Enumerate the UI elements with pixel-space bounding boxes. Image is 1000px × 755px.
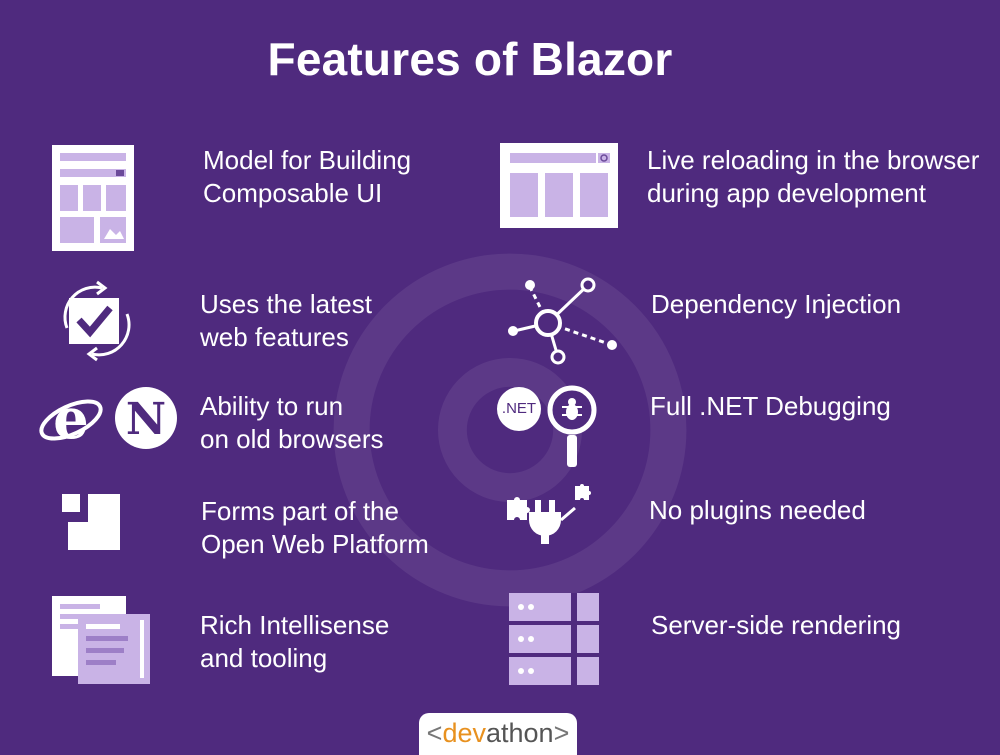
svg-text:e: e <box>53 386 89 452</box>
dotnet-badge: .NET <box>497 387 541 431</box>
feature-line: Server-side rendering <box>651 610 902 640</box>
feature-line: Uses the latest <box>200 289 372 319</box>
dotnet-debug-icon <box>547 385 597 467</box>
checkbox-refresh-icon <box>63 280 131 362</box>
feature-line: Forms part of the <box>201 496 399 526</box>
logo-rest: athon <box>485 718 554 748</box>
feature-line: Rich Intellisense <box>200 610 390 640</box>
feature-line: on old browsers <box>200 424 384 454</box>
feature-line: Full .NET Debugging <box>650 391 891 421</box>
feature-line: web features <box>200 322 349 352</box>
feature-line: Ability to run <box>200 391 344 421</box>
feature-line: Live reloading in the browser <box>647 145 980 175</box>
feature-line: and tooling <box>200 643 328 673</box>
browser-reload-icon <box>500 143 618 228</box>
logo-bracket-close: > <box>553 718 570 748</box>
server-rack-icon <box>509 593 599 685</box>
feature-old-browsers: Ability to run on old browsers <box>200 390 384 456</box>
logo-dev: dev <box>442 718 486 748</box>
feature-line: Composable UI <box>203 178 383 208</box>
feature-net-debugging: Full .NET Debugging <box>650 390 891 423</box>
feature-composable-ui: Model for Building Composable UI <box>203 144 411 210</box>
feature-line: Dependency Injection <box>651 289 902 319</box>
feature-intellisense: Rich Intellisense and tooling <box>200 609 389 675</box>
feature-live-reloading: Live reloading in the browser during app… <box>647 144 979 210</box>
composable-ui-layout-icon <box>52 145 134 251</box>
devathon-logo: <devathon> <box>419 713 577 755</box>
feature-open-web-platform: Forms part of the Open Web Platform <box>201 495 429 561</box>
feature-line: Open Web Platform <box>201 529 429 559</box>
feature-latest-web: Uses the latest web features <box>200 288 372 354</box>
old-browsers-icon: e N <box>39 386 177 452</box>
logo-bracket-open: < <box>426 718 443 748</box>
feature-line: during app development <box>647 178 926 208</box>
feature-line: Model for Building <box>203 145 412 175</box>
feature-dependency-injection: Dependency Injection <box>651 288 901 321</box>
open-web-platform-icon <box>62 494 120 550</box>
feature-server-side-rendering: Server-side rendering <box>651 609 901 642</box>
plugin-plug-icon <box>507 484 591 544</box>
dotnet-badge-label: .NET <box>501 400 537 417</box>
feature-no-plugins: No plugins needed <box>649 494 866 527</box>
page-title: Features of Blazor <box>267 33 673 85</box>
intellisense-tooling-icon <box>52 596 150 684</box>
svg-text:N: N <box>126 394 166 445</box>
feature-line: No plugins needed <box>649 495 866 525</box>
dependency-network-icon <box>508 277 617 365</box>
